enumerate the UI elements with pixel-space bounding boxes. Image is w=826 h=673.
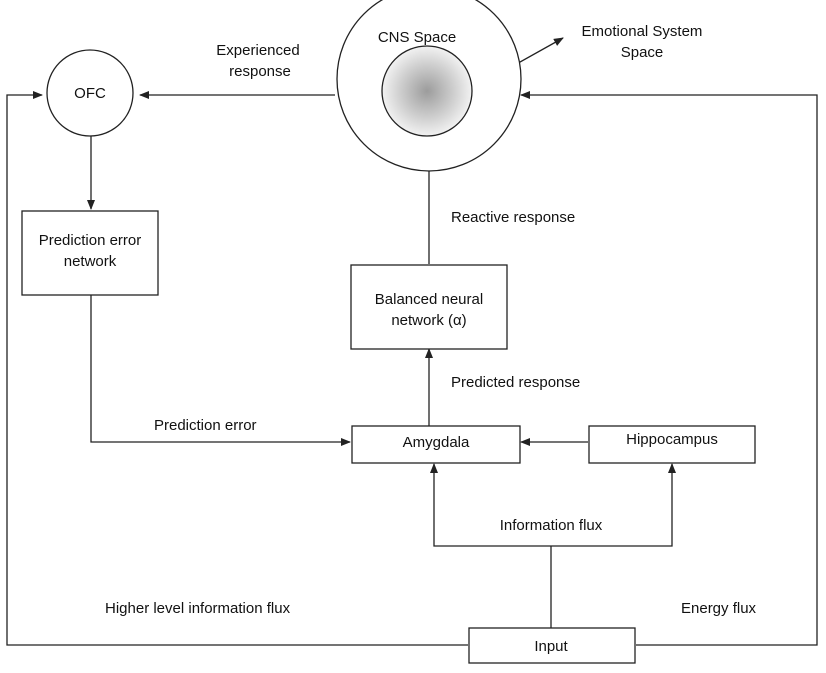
amygdala-node: Amygdala [351,425,521,464]
balanced-neural-network-label-line2: network (α) [391,312,466,329]
input-label: Input [534,638,568,655]
cns-space-node: CNS Space [336,0,522,172]
prediction-error-label: Prediction error [154,417,257,434]
higher-level-information-flux-arrow [6,91,468,646]
ofc-node: OFC [46,49,134,137]
prediction-error-network-node: Prediction error network [21,210,159,296]
prediction-error-arrow [90,295,351,446]
reactive-response-label: Reactive response [451,209,575,226]
emotional-system-label-line2: Space [621,44,664,61]
prediction-error-network-label-line1: Prediction error [39,232,142,249]
experienced-response-label-line1: Experienced [216,42,299,59]
predicted-response-label: Predicted response [451,374,580,391]
balanced-neural-network-node: Balanced neural network (α) [350,264,508,350]
input-node: Input [468,627,636,664]
information-flux-to-amygdala-arrow [430,463,551,547]
cns-space-label: CNS Space [378,29,456,46]
information-flux-label: Information flux [500,517,603,534]
prediction-error-network-label-line2: network [64,253,117,270]
energy-flux-label: Energy flux [681,600,757,617]
energy-flux-arrow [520,91,818,646]
information-flux-to-hippocampus-arrow [551,463,676,547]
hippocampus-node: Hippocampus [588,425,756,464]
ofc-label: OFC [74,85,106,102]
experienced-response-label-line2: response [229,63,291,80]
emotional-system-label-line1: Emotional System [582,23,703,40]
amygdala-label: Amygdala [403,434,470,451]
higher-level-information-flux-label: Higher level information flux [105,600,291,617]
cns-core [381,45,473,137]
hippocampus-label: Hippocampus [626,431,718,448]
balanced-neural-network-label-line1: Balanced neural [375,291,483,308]
